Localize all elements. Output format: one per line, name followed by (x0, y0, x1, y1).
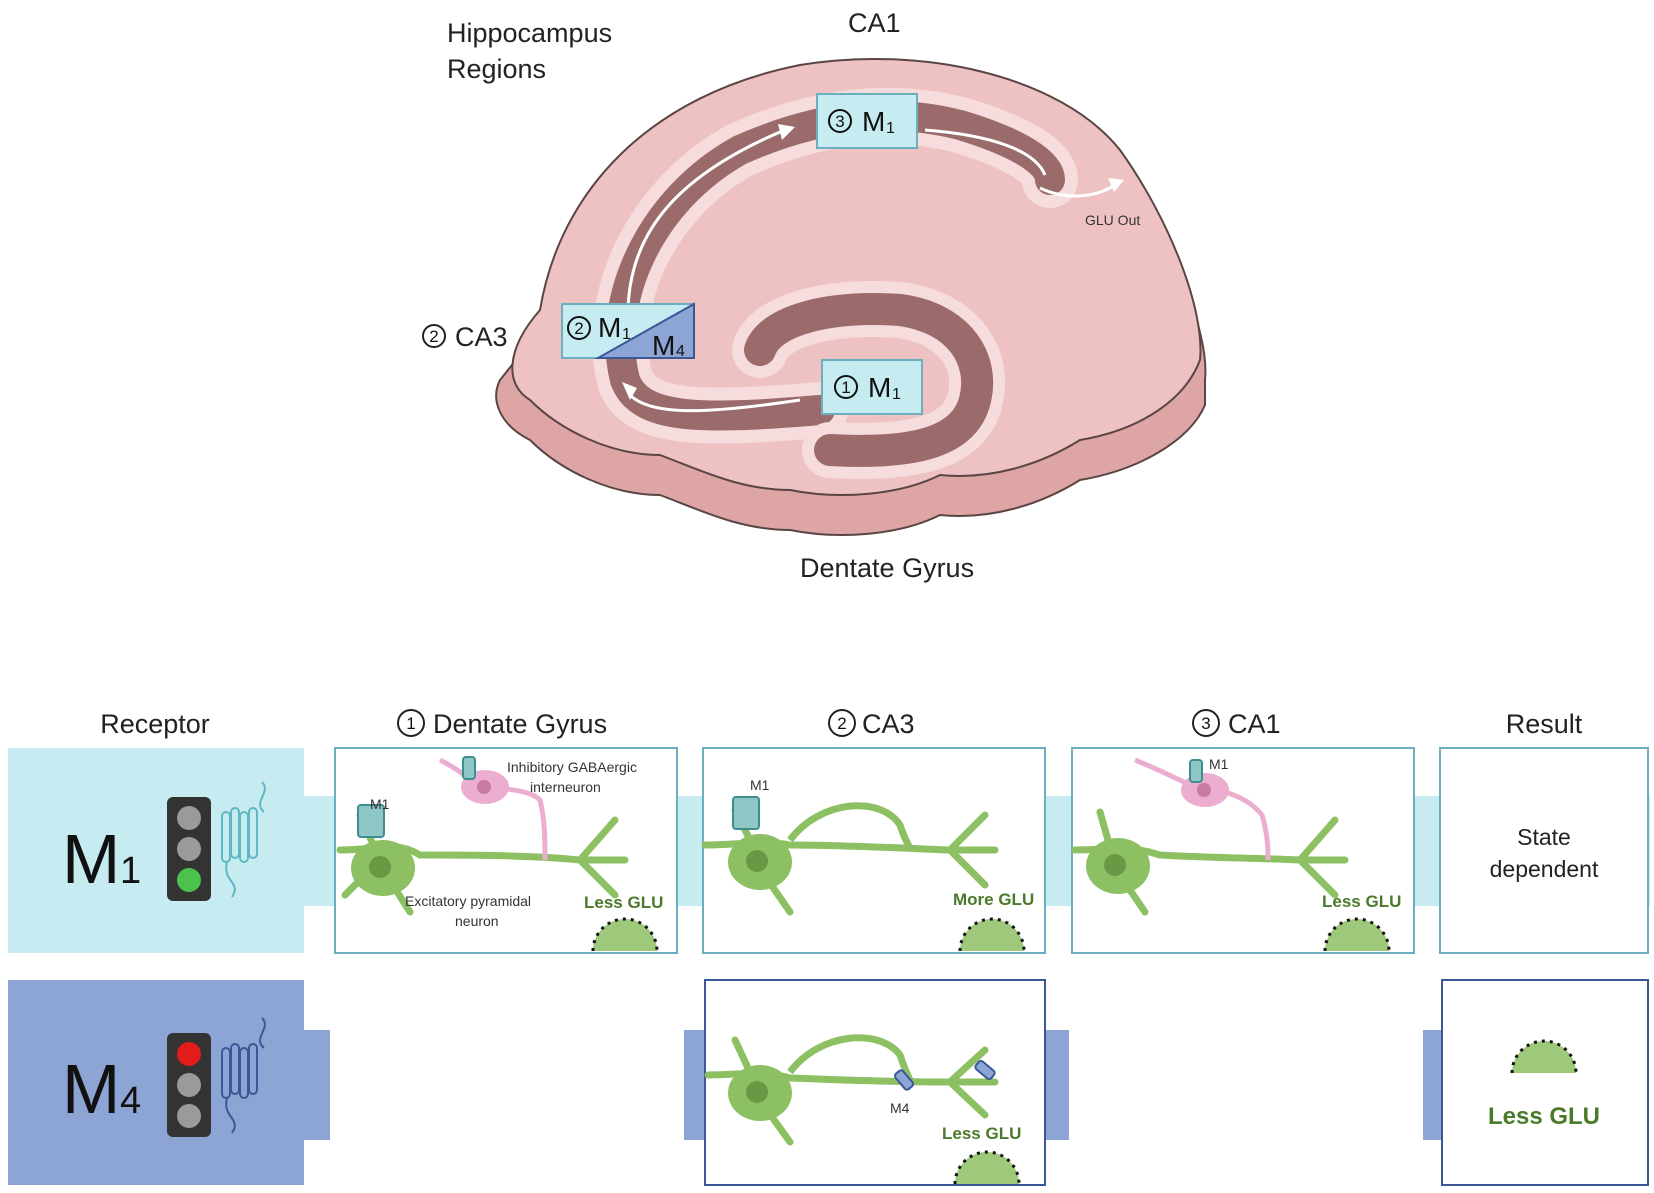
m1-receptor-icon (221, 781, 266, 898)
svg-text:1: 1 (120, 850, 141, 892)
ca3-m1-effect-label: More GLU (953, 890, 1034, 909)
glu-out-label: GLU Out (1085, 212, 1140, 228)
m1-receptor-cell (8, 748, 304, 953)
region-label-dentate-gyrus: Dentate Gyrus (800, 553, 974, 583)
m1-result-line2: dependent (1490, 856, 1599, 882)
ca3-m4-label: M4 (890, 1100, 910, 1116)
svg-text:2: 2 (837, 714, 846, 733)
region-label-ca3: 2 CA3 (422, 322, 508, 352)
dg-effect-label: Less GLU (584, 893, 663, 912)
m1-ca1-panel: M1 Less GLU (1071, 747, 1415, 954)
flow-arrow-ca3-ca1 (626, 130, 781, 311)
svg-text:Dentate Gyrus: Dentate Gyrus (433, 709, 607, 739)
hippocampus-title-line1: Hippocampus (447, 18, 612, 48)
header-ca1: 3 CA1 (1192, 709, 1281, 739)
region-label-ca1: CA1 (848, 8, 901, 38)
dentate-gyrus-shape (744, 293, 994, 467)
dg-m1-label: M1 (370, 796, 390, 812)
svg-text:1: 1 (892, 386, 901, 403)
svg-text:M: M (598, 312, 621, 343)
ca3-m1-label: M1 (750, 777, 770, 793)
m4-traffic-light-icon (167, 1033, 211, 1137)
svg-text:2: 2 (429, 327, 438, 346)
svg-text:CA3: CA3 (455, 322, 508, 352)
svg-text:1: 1 (406, 714, 415, 733)
ca1-effect-label: Less GLU (1322, 892, 1401, 911)
header-receptor: Receptor (100, 709, 210, 739)
ca3-m1-m4-box: 2 M 1 M 4 (561, 302, 695, 361)
svg-text:M: M (652, 330, 675, 361)
flow-arrow-dg-ca3 (628, 393, 801, 413)
dg-inhibitory-label-2: interneuron (530, 779, 601, 795)
header-ca3: 2 CA3 (828, 709, 915, 739)
m4-receptor-cell (8, 980, 304, 1185)
m4-result-panel: Less GLU (1441, 979, 1649, 1186)
ca1-m1-label: M1 (1209, 756, 1229, 772)
m4-receptor-icon (221, 1017, 266, 1134)
svg-text:1: 1 (622, 326, 631, 343)
m4-ca3-panel: M4 Less GLU (704, 979, 1046, 1186)
svg-text:2: 2 (574, 319, 583, 338)
m4-receptor-label: M 4 (62, 1050, 141, 1128)
header-result: Result (1506, 709, 1583, 739)
svg-text:M: M (62, 1050, 120, 1128)
svg-text:3: 3 (1201, 714, 1210, 733)
flow-arrow-ca1 (924, 128, 1047, 176)
svg-text:M: M (862, 106, 885, 137)
m4-connector-left (300, 1030, 330, 1140)
dg-excitatory-label-1: Excitatory pyramidal (405, 893, 531, 909)
m4-connector-ca3-left (684, 1030, 706, 1140)
svg-text:4: 4 (676, 343, 685, 360)
svg-text:4: 4 (120, 1080, 141, 1122)
hippocampus-title-line2: Regions (447, 54, 546, 84)
svg-text:CA3: CA3 (862, 709, 915, 739)
m1-traffic-light-icon (167, 797, 211, 901)
header-dentate-gyrus: 1 Dentate Gyrus (397, 709, 607, 739)
m1-receptor-label: M 1 (62, 820, 141, 898)
svg-text:M: M (62, 820, 120, 898)
hippocampus-illustration (495, 57, 1207, 536)
svg-text:1: 1 (841, 378, 850, 397)
svg-text:M: M (868, 372, 891, 403)
dg-inhibitory-label-1: Inhibitory GABAergic (507, 759, 637, 775)
m4-connector-result (1423, 1030, 1443, 1140)
m4-result-label: Less GLU (1488, 1103, 1600, 1130)
glu-out-arrow (1039, 183, 1116, 198)
m1-result-line1: State (1517, 824, 1571, 850)
m4-connector-ca3-right (1045, 1030, 1069, 1140)
svg-text:CA1: CA1 (1228, 709, 1281, 739)
dg-excitatory-label-2: neuron (455, 913, 499, 929)
m1-ca3-panel: M1 More GLU (701, 747, 1046, 954)
ca1-m1-box: 3 M 1 (816, 93, 918, 149)
svg-text:1: 1 (886, 120, 895, 137)
ca3-m4-effect-label: Less GLU (942, 1124, 1021, 1143)
svg-text:3: 3 (835, 112, 844, 131)
dentate-m1-box: 1 M 1 (821, 359, 923, 415)
m1-dentate-gyrus-panel: M1 Inhibitory GABAergic interneuron Exci… (334, 747, 678, 954)
m1-result-panel: State dependent (1439, 747, 1649, 954)
